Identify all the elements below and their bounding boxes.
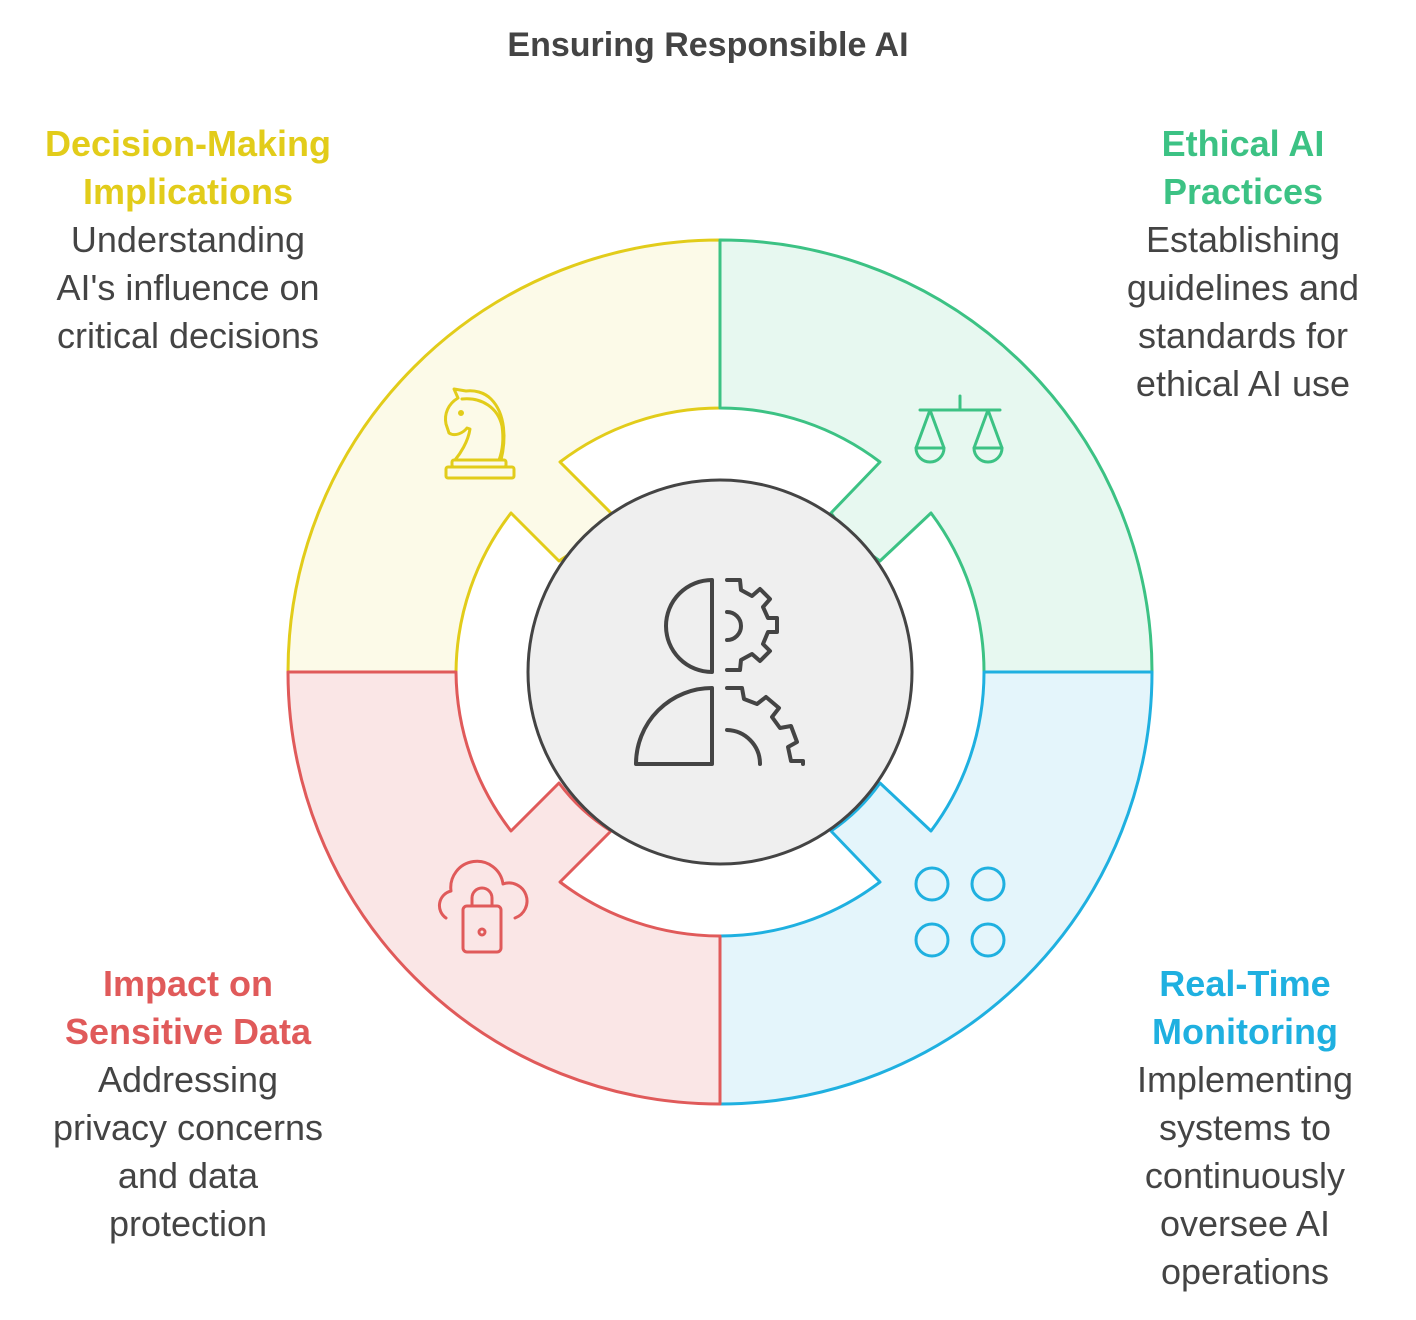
description-line: Understanding [70,219,306,260]
chess-knight-icon [444,387,516,480]
heading-line: Monitoring [1152,1011,1338,1052]
description-line: Addressing [97,1059,279,1100]
description-line: standards for [1137,315,1349,356]
section-description: Establishing guidelines and standards fo… [1090,216,1396,408]
description-line: systems to [1158,1107,1332,1148]
heading-line: Decision-Making [44,123,332,164]
section-sensitive-data: Impact on Sensitive Data Addressing priv… [28,960,348,1248]
section-heading: Impact on Sensitive Data [28,960,348,1056]
description-line: AI's influence on [56,267,320,308]
section-real-time-monitoring: Real-Time Monitoring Implementing system… [1100,960,1390,1296]
heading-line: Ethical AI [1161,123,1325,164]
heading-line: Implications [82,171,294,212]
diagram-title: Ensuring Responsible AI [507,26,909,64]
description-line: ethical AI use [1135,363,1351,404]
segment-sensitive-data [286,670,722,1106]
description-line: operations [1160,1251,1330,1292]
cloud-lock-icon [437,859,529,954]
heading-line: Practices [1162,171,1324,212]
description-line: Implementing [1136,1059,1354,1100]
description-line: oversee AI [1159,1203,1331,1244]
description-line: critical decisions [56,315,320,356]
description-line: privacy concerns [52,1107,324,1148]
description-line: Establishing [1145,219,1341,260]
description-line: guidelines and [1126,267,1360,308]
heading-line: Real-Time [1159,963,1331,1004]
section-decision-making: Decision-Making Implications Understandi… [18,120,358,360]
center-circle [526,478,914,866]
balance-scale-icon [914,394,1004,464]
description-line: continuously [1144,1155,1346,1196]
section-description: Implementing systems to continuously ove… [1100,1056,1390,1296]
four-circles-icon [914,866,1006,958]
heading-line: Sensitive Data [64,1011,312,1052]
section-heading: Real-Time Monitoring [1100,960,1390,1056]
human-gear-icon [634,578,805,766]
description-line: protection [108,1203,268,1244]
description-line: and data [117,1155,259,1196]
section-description: Understanding AI's influence on critical… [18,216,358,360]
section-heading: Ethical AI Practices [1090,120,1396,216]
section-heading: Decision-Making Implications [18,120,358,216]
section-description: Addressing privacy concerns and data pro… [28,1056,348,1248]
heading-line: Impact on [102,963,273,1004]
section-ethical-ai: Ethical AI Practices Establishing guidel… [1090,120,1396,408]
